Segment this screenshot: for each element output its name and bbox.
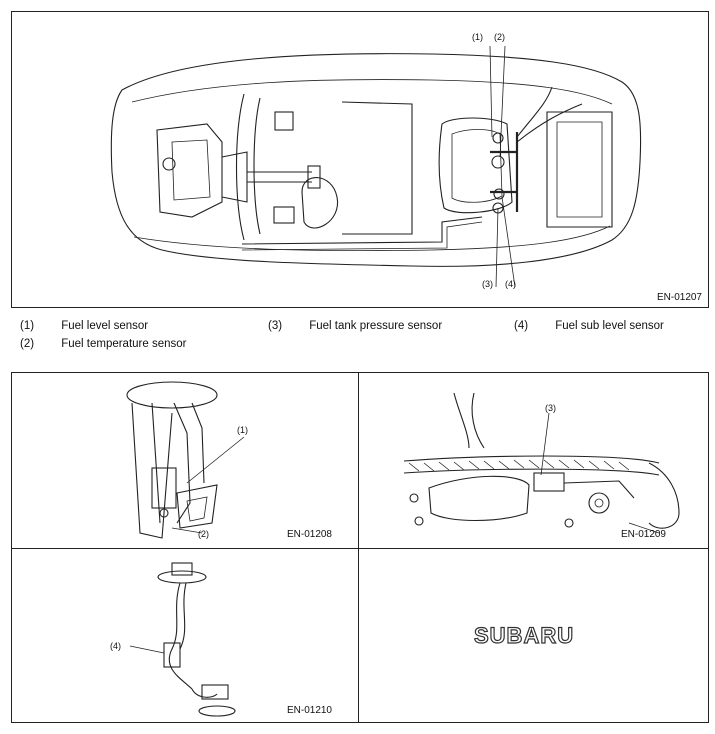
legend-label: Fuel tank pressure sensor (309, 320, 443, 332)
panel-fuel-sub-level-sensor: (4) EN-01210 (11, 548, 359, 723)
top-callout-1: (1) (472, 32, 483, 42)
panel-logo: SUBARU (358, 548, 709, 723)
legend-num: (4) (514, 320, 529, 332)
cell-bl-code: EN-01210 (286, 705, 332, 716)
tank-pressure-sensor-drawing (403, 392, 680, 534)
figure-code: EN-01207 (656, 292, 702, 303)
legend-num: (3) (268, 320, 283, 332)
top-callout-3: (3) (482, 279, 493, 289)
legend-row-1: (1) Fuel level sensor (3) Fuel tank pres… (20, 320, 700, 332)
cell-tl-callout-2: (2) (198, 529, 209, 539)
cell-bl-callout-4: (4) (110, 641, 121, 651)
top-callout-4: (4) (505, 279, 516, 289)
cell-tl-code: EN-01208 (286, 529, 332, 540)
panel-fuel-level-sensor: (1) (2) EN-01208 (11, 372, 359, 549)
brand-logo: SUBARU (473, 622, 575, 648)
legend-label: Fuel level sensor (61, 320, 149, 332)
top-callout-2: (2) (494, 32, 505, 42)
legend-label: Fuel temperature sensor (61, 338, 187, 350)
vehicle-fuel-system-drawing (110, 45, 642, 288)
cell-tr-callout-3: (3) (545, 403, 556, 413)
legend-label: Fuel sub level sensor (555, 320, 664, 332)
legend-num: (1) (20, 320, 35, 332)
legend-item-4: (4) Fuel sub level sensor (514, 320, 664, 332)
legend-item-1: (1) Fuel level sensor (20, 320, 252, 332)
sub-level-sensor-drawing (129, 562, 236, 717)
cell-tr-code: EN-01209 (620, 529, 666, 540)
fuel-pump-assembly-drawing (126, 381, 245, 539)
top-diagram-panel: (1) (2) (3) (4) EN-01207 (11, 11, 709, 308)
cell-tl-callout-1: (1) (237, 425, 248, 435)
legend-row-2: (2) Fuel temperature sensor (20, 338, 187, 350)
legend-item-2: (2) Fuel temperature sensor (20, 338, 187, 350)
legend-item-3: (3) Fuel tank pressure sensor (268, 320, 498, 332)
legend-num: (2) (20, 338, 35, 350)
panel-tank-pressure-sensor: (3) EN-01209 (358, 372, 709, 549)
